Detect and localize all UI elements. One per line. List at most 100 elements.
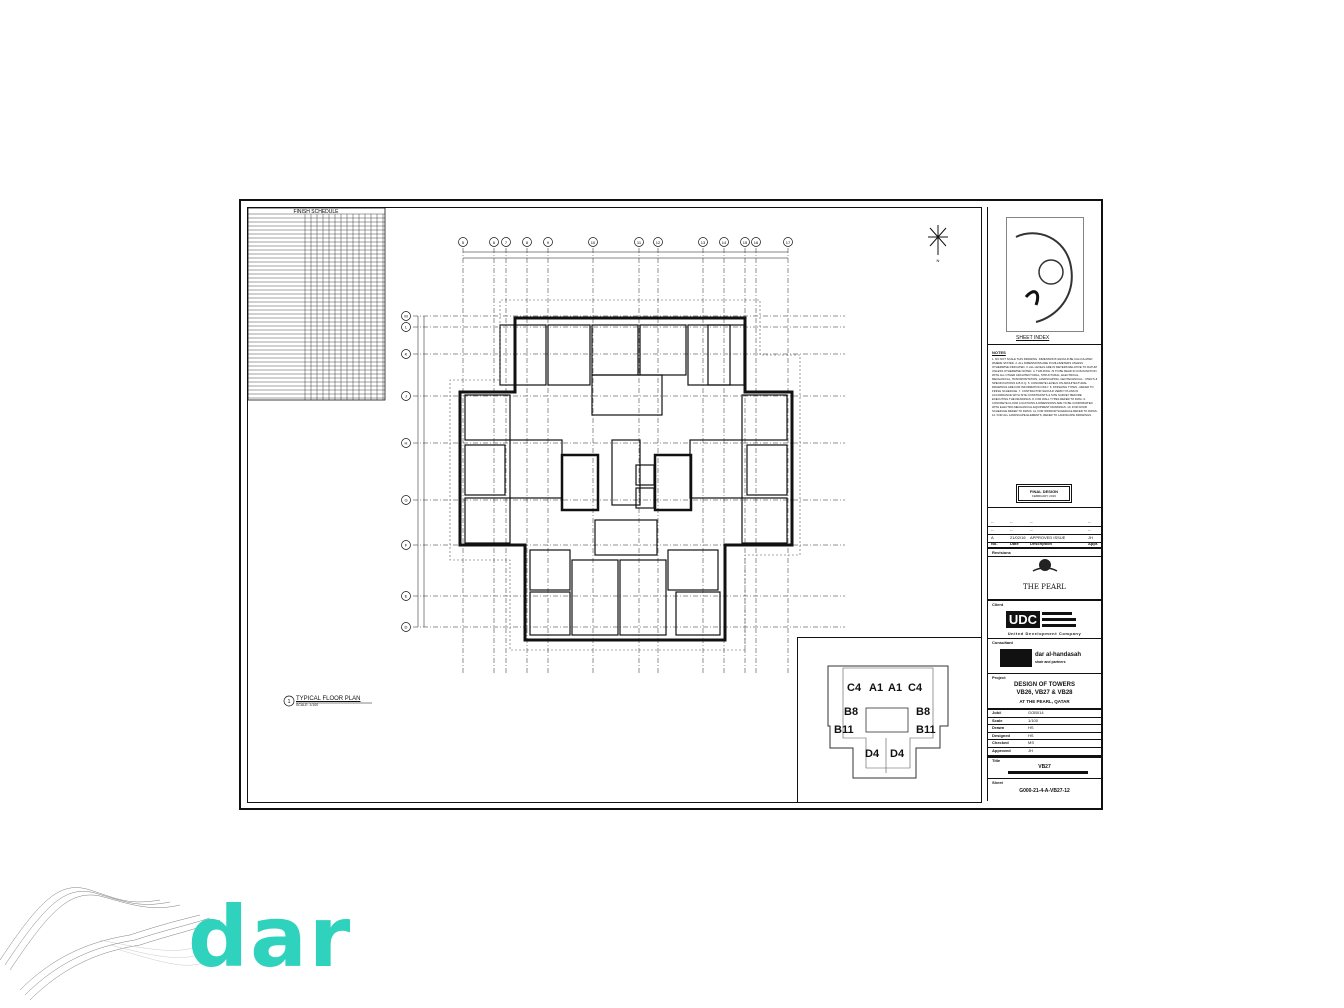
revision-row-desc: APPROVED ISSUE: [1030, 535, 1066, 540]
grid-bubble-column: 14: [719, 237, 729, 247]
field-label: Approved: [992, 748, 1011, 753]
plan-title: TYPICAL FLOOR PLAN: [296, 696, 361, 702]
svg-text:D: D: [405, 625, 408, 630]
svg-text:M: M: [404, 314, 407, 319]
revision-row-date: --: [1010, 527, 1013, 532]
svg-text:11: 11: [637, 240, 642, 245]
field-label: Designed: [992, 732, 1011, 738]
drawing-sheet: [239, 199, 1103, 810]
notes-heading: NOTES: [992, 350, 1006, 355]
revision-row-no: A: [991, 535, 994, 540]
udc-logo-stripes: [1042, 612, 1076, 627]
grid-bubble-row: D: [401, 622, 411, 632]
svg-text:10: 10: [591, 240, 596, 245]
revision-row-desc: --: [1030, 527, 1033, 532]
grid-bubble-column: 5: [458, 237, 468, 247]
finish-schedule-title: FINISH SCHEDULE: [293, 209, 339, 215]
grid-bubble-column: 11: [634, 237, 644, 247]
revision-row-appr: JH: [1088, 535, 1093, 540]
grid-bubble-column: 13: [698, 237, 708, 247]
svg-text:9: 9: [547, 240, 550, 245]
dar-logo-mark: [1000, 649, 1032, 667]
grid-bubble-column: 16: [751, 237, 761, 247]
key-unit-d4: D4: [865, 748, 880, 760]
svg-text:5: 5: [462, 240, 465, 245]
stage-stamp: FINAL DESIGN FEBRUARY 2016: [1016, 484, 1072, 503]
svg-text:E: E: [405, 594, 408, 599]
revision-header-no: No.: [991, 541, 998, 546]
key-unit-a1: A1: [888, 682, 903, 694]
site-plan-thumbnail: [1006, 217, 1084, 332]
finish-schedule-table: [247, 207, 386, 401]
revision-header-appr: Appr.: [1088, 541, 1099, 546]
title-block: SHEET INDEX NOTES 1. DO NOT SCALE THIS D…: [987, 207, 1101, 801]
revision-row-appr: --: [1088, 527, 1091, 532]
svg-text:8: 8: [526, 240, 529, 245]
key-unit-b8: B8: [916, 706, 931, 718]
sheet-number: G000-21-4-A-VB27-12: [1019, 788, 1070, 794]
client-label: Client: [992, 602, 1004, 607]
revision-row-date: --: [1010, 519, 1013, 524]
consultant-label: Consultant: [992, 640, 1013, 645]
grid-bubble-column: 7: [501, 237, 511, 247]
grid-bubble-row: H: [401, 438, 411, 448]
svg-text:16: 16: [754, 240, 759, 245]
project-line3: AT THE PEARL, QATAR: [1019, 699, 1070, 704]
key-unit-b8: B8: [844, 706, 859, 718]
plan-scale: SCALE: 1/100: [296, 703, 319, 707]
svg-text:L: L: [405, 325, 408, 330]
svg-text:K: K: [405, 352, 408, 357]
field-label: Scale: [992, 717, 1003, 723]
key-unit-d4: D4: [890, 748, 905, 760]
sheet-index-label: SHEET INDEX: [1016, 335, 1050, 341]
key-unit-c4: C4: [847, 682, 862, 694]
svg-text:F: F: [405, 543, 408, 548]
grid-bubble-column: 6: [489, 237, 499, 247]
field-value: GOB014: [1028, 710, 1044, 715]
grid-bubble-column: 12: [653, 237, 663, 247]
dar-logo: dar: [188, 888, 353, 986]
drawing-area: [247, 207, 982, 803]
svg-text:14: 14: [722, 240, 727, 245]
interior-walls: [464, 324, 788, 636]
revision-row-no: --: [991, 527, 994, 532]
key-unit-a1: A1: [869, 682, 884, 694]
key-plan: C4 A1 A1 C4 B8 B8 B11 B11 D4 D4: [797, 637, 981, 802]
plan-number-bubble: 1: [283, 695, 295, 707]
project-line2: VB26, VB27 & VB28: [1016, 690, 1073, 696]
svg-text:H: H: [405, 441, 408, 446]
key-unit-b11: B11: [834, 724, 854, 736]
project-label: Project: [992, 675, 1006, 680]
general-notes: 1. DO NOT SCALE THIS DRAWING. DIMENSIONS…: [992, 357, 1098, 417]
field-value: 1/100: [1028, 717, 1039, 723]
grid-bubble-row: F: [401, 540, 411, 550]
svg-text:13: 13: [701, 240, 706, 245]
project-logo-text: THE PEARL: [1023, 583, 1066, 591]
revision-header-date: Date: [1010, 541, 1019, 546]
key-unit-b11: B11: [916, 724, 936, 736]
grid-bubble-column: 15: [740, 237, 750, 247]
svg-text:15: 15: [743, 240, 748, 245]
svg-text:12: 12: [656, 240, 661, 245]
grid-bubble-row: L: [401, 322, 411, 332]
udc-logo: UDC: [1006, 611, 1040, 628]
key-unit-c4: C4: [908, 682, 923, 694]
revisions-label: Revisions: [992, 550, 1011, 555]
grid-bubble-row: K: [401, 349, 411, 359]
revision-row-date: 21/02/16: [1010, 535, 1026, 540]
svg-text:7: 7: [505, 240, 508, 245]
consultant-name: dar al-handasah: [1035, 652, 1082, 658]
grid-bubble-column: 10: [588, 237, 598, 247]
revision-row-desc: --: [1030, 519, 1033, 524]
revision-row-appr: --: [1088, 519, 1091, 524]
grid-bubble-column: 8: [522, 237, 532, 247]
svg-text:17: 17: [786, 240, 791, 245]
svg-text:6: 6: [493, 240, 496, 245]
north-arrow-icon: [928, 225, 948, 255]
consultant-sub: shair and partners: [1035, 660, 1066, 664]
grid-bubble-row: G: [401, 495, 411, 505]
client-name: United Development Company: [1007, 631, 1082, 636]
field-value: HS: [1028, 732, 1034, 738]
